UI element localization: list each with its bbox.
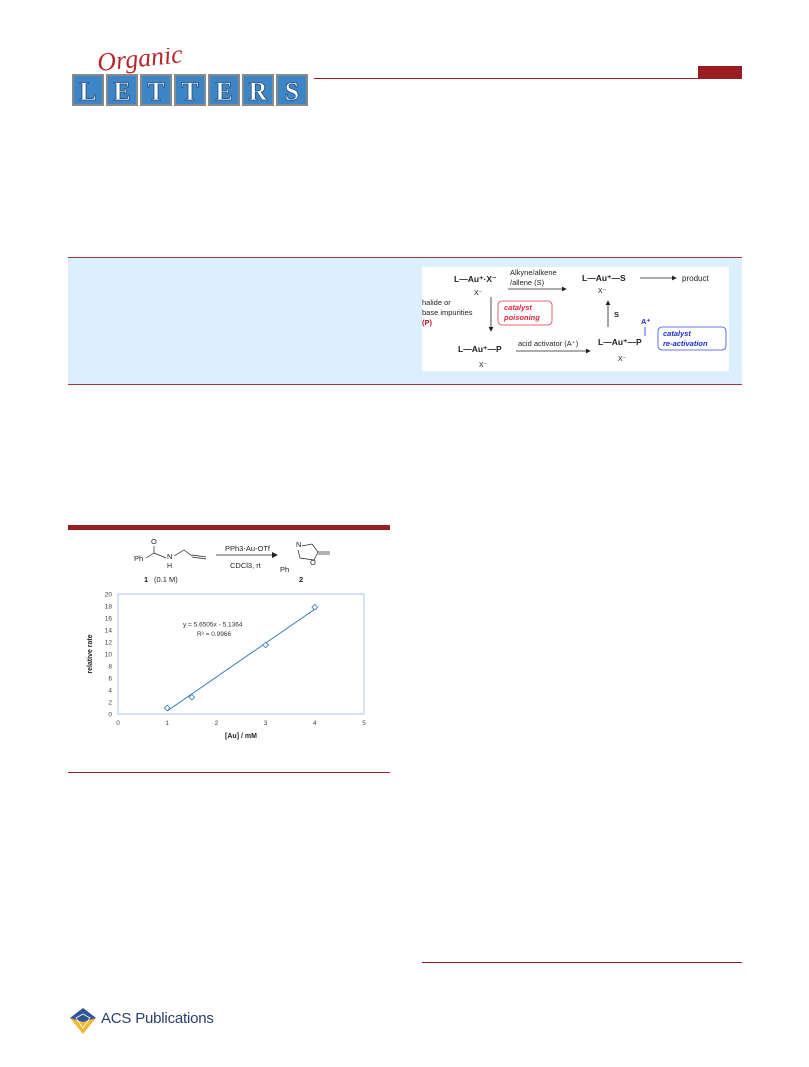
y-tick-label: 2 bbox=[108, 700, 112, 707]
poisoning-box bbox=[497, 300, 553, 326]
reactivation-label-2: re-activation bbox=[663, 339, 708, 348]
s-label: S bbox=[614, 310, 619, 319]
impurities-label-3: (P) bbox=[422, 318, 433, 327]
reagent-o: O bbox=[151, 537, 157, 546]
y-axis-label: relative rate bbox=[87, 634, 94, 673]
counter-ion-bottom-right: X⁻ bbox=[618, 356, 627, 363]
arrow-top-label-1: Alkyne/alkene bbox=[510, 268, 557, 277]
arrow-top-label-2: /allene (S) bbox=[510, 278, 545, 287]
a-plus-label: A⁺ bbox=[641, 317, 650, 326]
compound-1-label: 1 bbox=[144, 575, 148, 584]
reagent-n: N bbox=[167, 552, 172, 561]
x-tick-label: 3 bbox=[264, 720, 268, 727]
figure: Ph O N H 1 (0.1 M) PPh3-Au-OTf CDCl3, rt… bbox=[87, 537, 366, 741]
x-tick-label: 2 bbox=[215, 720, 219, 727]
acs-logo-icon bbox=[70, 1008, 96, 1034]
species-top-left: L—Au⁺·X⁻ bbox=[454, 274, 497, 284]
y-tick-label: 0 bbox=[108, 712, 112, 719]
logo-letter: E bbox=[113, 77, 130, 106]
logo-letter: T bbox=[147, 77, 164, 106]
logo-tile-inner bbox=[210, 76, 238, 104]
logo-tile-inner bbox=[108, 76, 136, 104]
x-tick-label: 1 bbox=[165, 720, 169, 727]
reagent-h: H bbox=[167, 563, 172, 570]
y-tick-label: 4 bbox=[108, 688, 112, 695]
toc-graphic: L—Au⁺·X⁻ X⁻ Alkyne/alkene /allene (S) L—… bbox=[422, 267, 729, 371]
logo-tile-inner bbox=[278, 76, 306, 104]
product-n: N bbox=[296, 540, 301, 549]
reactivation-label-1: catalyst bbox=[663, 329, 691, 338]
species-bottom-right: L—Au⁺—P bbox=[598, 337, 642, 347]
figure-rule-top bbox=[68, 525, 390, 530]
alkyne-2 bbox=[191, 556, 207, 560]
reaction-scheme: Ph O N H 1 (0.1 M) PPh3-Au-OTf CDCl3, rt… bbox=[134, 537, 330, 584]
x-tick-label: 0 bbox=[116, 720, 120, 727]
compound-2-label: 2 bbox=[299, 575, 303, 584]
logo-letter: S bbox=[285, 77, 299, 106]
reaction-arrowhead bbox=[272, 552, 278, 558]
header-rule bbox=[314, 78, 742, 79]
logo-tile-inner bbox=[74, 76, 102, 104]
y-tick-label: 14 bbox=[105, 628, 113, 635]
y-tick-label: 12 bbox=[105, 640, 113, 647]
product-label: product bbox=[682, 274, 709, 283]
y-tick-label: 6 bbox=[108, 676, 112, 683]
poisoning-label-1: catalyst bbox=[504, 303, 532, 312]
logo-script-text: Organic bbox=[96, 48, 185, 77]
x-axis-label: [Au] / mM bbox=[225, 733, 257, 740]
logo-tile-inner bbox=[176, 76, 204, 104]
r-squared: R² = 0.9966 bbox=[197, 631, 232, 638]
plot-area bbox=[117, 593, 365, 715]
counter-ion-top-right: X⁻ bbox=[598, 288, 607, 295]
y-tick-label: 20 bbox=[105, 592, 113, 599]
arrow-below-text: CDCl3, rt bbox=[230, 561, 262, 570]
compound-1-conc: (0.1 M) bbox=[154, 575, 178, 584]
species-bottom-left: L—Au⁺—P bbox=[458, 344, 502, 354]
publisher-name: ACS Publications bbox=[101, 1010, 214, 1027]
counter-ion-top-left: X⁻ bbox=[474, 290, 483, 297]
product-o: O bbox=[310, 558, 316, 567]
reagent-ph: Ph bbox=[134, 554, 143, 563]
catalytic-cycle-diagram: L—Au⁺·X⁻ X⁻ Alkyne/alkene /allene (S) L—… bbox=[422, 268, 727, 369]
logo-letter: T bbox=[181, 77, 198, 106]
impurities-label-1: halide or bbox=[422, 298, 451, 307]
data-point bbox=[163, 704, 171, 712]
arrow-above-text: PPh3-Au-OTf bbox=[225, 544, 271, 553]
alkyne-1 bbox=[191, 554, 207, 558]
column-rule bbox=[422, 962, 742, 963]
propargyl-chain bbox=[173, 549, 193, 557]
header-tab bbox=[698, 66, 742, 79]
product-ph: Ph bbox=[280, 565, 289, 574]
data-point bbox=[262, 641, 270, 649]
species-top-right: L—Au⁺—S bbox=[582, 273, 626, 283]
impurities-label-2: base impurities bbox=[422, 308, 473, 317]
data-point bbox=[188, 693, 196, 701]
activator-label: acid activator (A⁺) bbox=[518, 339, 579, 348]
product-ring bbox=[297, 543, 319, 561]
logo-letter: E bbox=[215, 77, 232, 106]
counter-ion-bottom-left: X⁻ bbox=[479, 362, 488, 369]
logo-tile-inner bbox=[142, 76, 170, 104]
y-tick-label: 8 bbox=[108, 664, 112, 671]
reagent-bonds bbox=[145, 552, 167, 559]
y-tick-label: 10 bbox=[105, 652, 113, 659]
figure-rule-bottom bbox=[68, 772, 390, 773]
x-tick-label: 5 bbox=[362, 720, 366, 727]
logo-letter: L bbox=[79, 77, 96, 106]
y-tick-label: 18 bbox=[105, 604, 113, 611]
logo-letter: R bbox=[249, 77, 268, 106]
y-tick-label: 16 bbox=[105, 616, 113, 623]
poisoning-label-2: poisoning bbox=[503, 313, 540, 322]
trendline-equation: y = 5.6505x - 5.1364 bbox=[183, 621, 243, 628]
reactivation-box bbox=[657, 326, 727, 351]
logo-tile-inner bbox=[244, 76, 272, 104]
x-tick-label: 4 bbox=[313, 720, 317, 727]
data-point bbox=[311, 603, 319, 611]
